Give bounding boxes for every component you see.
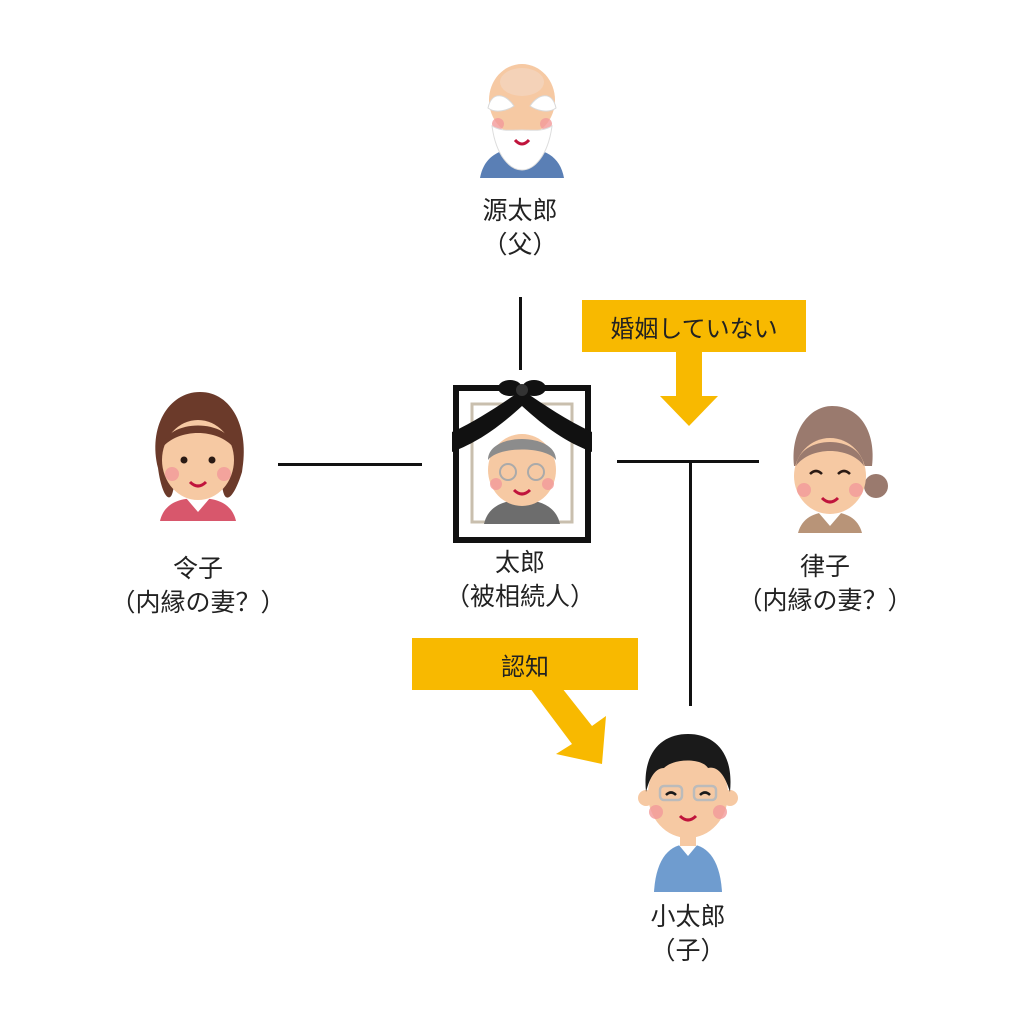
father-label: 源太郎 （父）: [420, 194, 620, 262]
father-name: 源太郎: [482, 196, 558, 225]
deceased-label: 太郎 （被相続人）: [420, 546, 620, 614]
father-connector-line: [519, 297, 522, 370]
child-name: 小太郎: [650, 902, 726, 931]
not-married-arrow: [660, 350, 718, 426]
child-label: 小太郎 （子）: [588, 900, 788, 968]
child-role: （子）: [650, 936, 726, 965]
deceased-role: （被相続人）: [444, 582, 595, 611]
reiko-connector-line: [278, 463, 422, 466]
child-connector-line: [689, 462, 692, 706]
reiko-label: 令子 （内縁の妻？）: [98, 552, 298, 620]
deceased-memorial-portrait: [452, 380, 592, 543]
ritsuko-portrait: [793, 406, 888, 533]
not-married-text: 婚姻していない: [610, 314, 778, 343]
deceased-name: 太郎: [494, 548, 545, 577]
acknowledged-arrow: [530, 688, 606, 764]
reiko-name: 令子: [172, 554, 223, 583]
ritsuko-connector-line: [617, 460, 759, 463]
reiko-portrait: [155, 392, 244, 521]
reiko-role: （内縁の妻？）: [110, 588, 286, 617]
not-married-callout: 婚姻していない: [582, 300, 806, 352]
father-role: （父）: [482, 230, 558, 259]
ritsuko-role: （内縁の妻？）: [737, 586, 913, 615]
acknowledged-text: 認知: [501, 652, 549, 681]
ritsuko-name: 律子: [799, 552, 850, 581]
ritsuko-label: 律子 （内縁の妻？）: [725, 550, 925, 618]
acknowledged-callout: 認知: [412, 638, 638, 690]
father-portrait: [480, 64, 564, 178]
child-portrait: [638, 734, 738, 892]
